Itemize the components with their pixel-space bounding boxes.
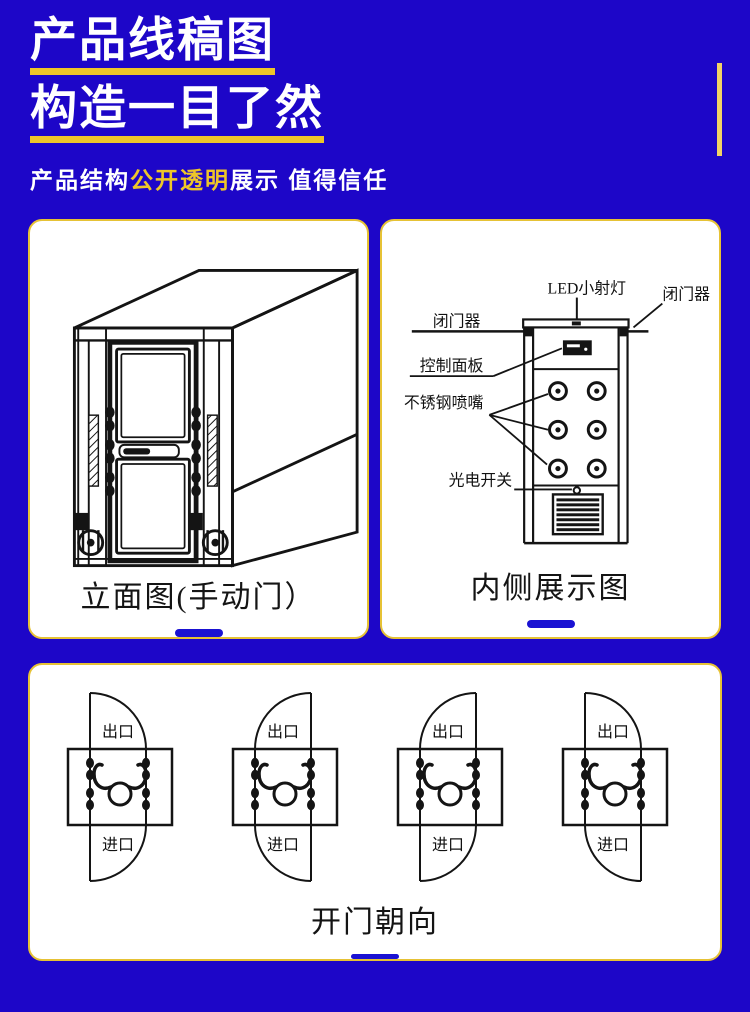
inner-view-card: LED小射灯 闭门器 闭门器 控制面板 不锈钢喷嘴 光电开关 内侧展示图	[380, 218, 721, 639]
exit-label: 出口	[596, 723, 628, 741]
led-light-label: LED小射灯	[548, 279, 627, 297]
door-orientation-diagram-3: 出口 进口	[396, 691, 503, 882]
door-hinges	[105, 406, 201, 497]
elevation-card: 立面图(手动门）	[28, 218, 369, 639]
subtitle-suffix: 展示 值得信任	[230, 166, 389, 193]
person-icon	[421, 762, 478, 807]
header: 产品线稿图 构造一目了然 产品结构公开透明展示 值得信任	[0, 0, 750, 195]
person-icon	[91, 762, 148, 807]
orientation-caption: 开门朝向	[311, 905, 439, 939]
elevation-drawing	[72, 268, 359, 568]
caption-dash	[351, 953, 399, 959]
hinge-dots	[250, 757, 315, 811]
door-orientation-diagram-1: 出口 进口	[66, 691, 173, 882]
caption-dash	[526, 619, 575, 628]
entrance-label: 进口	[266, 836, 298, 854]
subtitle-highlight: 公开透明	[130, 166, 230, 193]
entrance-label: 进口	[101, 836, 133, 854]
accent-bar	[717, 63, 722, 156]
nozzles	[548, 380, 607, 479]
exit-label: 出口	[266, 723, 298, 741]
door-orientation-diagram-2: 出口 进口	[231, 691, 338, 882]
subtitle: 产品结构公开透明展示 值得信任	[30, 161, 750, 195]
photo-switch-label: 光电开关	[449, 471, 513, 489]
nozzle-label: 不锈钢喷嘴	[404, 394, 484, 412]
orientation-diagrams: 出口 进口	[48, 681, 703, 901]
control-panel-label: 控制面板	[420, 357, 484, 375]
page-title-line1: 产品线稿图	[30, 16, 275, 75]
inner-view-caption: 内侧展示图	[470, 571, 631, 605]
exit-label: 出口	[431, 723, 463, 741]
door-closer-right-label: 闭门器	[662, 285, 710, 303]
inner-view-drawing: LED小射灯 闭门器 闭门器 控制面板 不锈钢喷嘴 光电开关	[404, 279, 710, 545]
top-cards-row: 立面图(手动门）	[0, 218, 750, 639]
orientation-card: 出口 进口	[28, 662, 722, 961]
entrance-label: 进口	[431, 836, 463, 854]
entrance-label: 进口	[596, 836, 628, 854]
caption-dash	[174, 629, 223, 637]
elevation-caption: 立面图(手动门）	[80, 581, 317, 615]
exit-label: 出口	[101, 723, 133, 741]
door-orientation-diagram-4: 出口 进口	[561, 691, 668, 882]
person-icon	[586, 762, 643, 807]
subtitle-prefix: 产品结构	[30, 166, 130, 193]
person-icon	[256, 762, 313, 807]
page-title-line2: 构造一目了然	[30, 83, 324, 143]
door-closer-left-label: 闭门器	[433, 312, 481, 330]
